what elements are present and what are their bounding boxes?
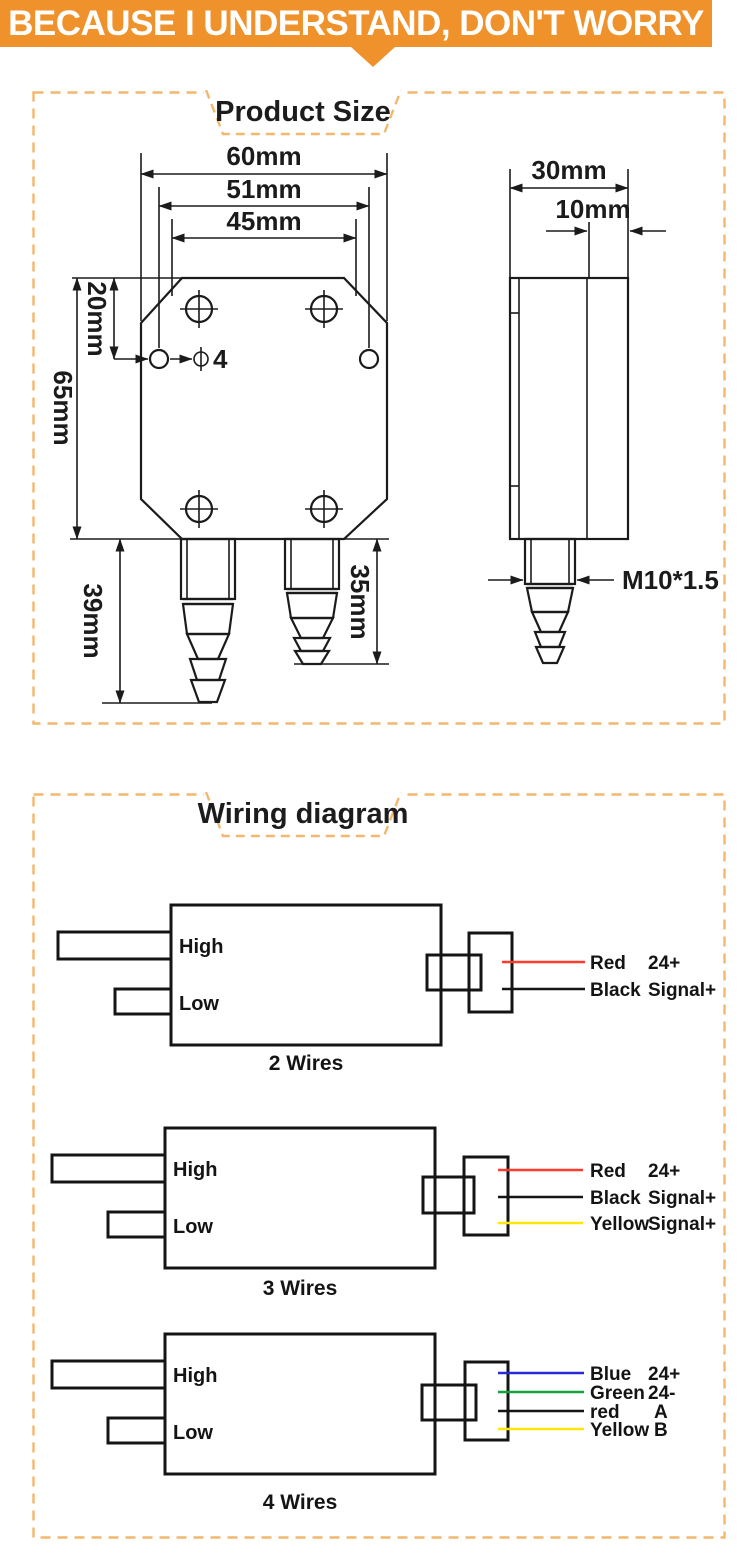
svg-text:45mm: 45mm [226, 206, 301, 236]
title-tab-notch-lines [204, 90, 402, 136]
svg-text:24+: 24+ [648, 1364, 680, 1385]
product-size-section: Product Size [32, 90, 726, 725]
svg-text:Black: Black [590, 1188, 641, 1209]
port-low-label: Low [179, 993, 219, 1015]
thread-callout: M10*1.5 [488, 565, 719, 595]
thread-label: M10*1.5 [622, 565, 719, 595]
dim-10mm: 10mm [546, 194, 666, 278]
hole-diameter-label: 4 [213, 344, 228, 374]
wiring-diagram-3-wires: High Low Red 24+ Black Signal+ Yellow Si… [50, 1126, 716, 1300]
wiring-diagram-4-wires: High Low Blue 24+ Green 24- red A Yellow… [50, 1332, 680, 1514]
wiring-section: Wiring diagram High Low Red 24+ Black Si… [32, 792, 726, 1539]
front-view: 4 60mm 51mm [48, 141, 389, 704]
svg-text:39mm: 39mm [78, 583, 108, 658]
svg-text:Black: Black [590, 980, 641, 1001]
dim-39mm: 39mm [78, 538, 212, 704]
front-body-outline [139, 276, 389, 541]
dim-65mm: 65mm [48, 277, 182, 540]
svg-text:Red: Red [590, 953, 626, 974]
port-high-label: High [179, 936, 223, 958]
dim-51mm: 51mm [158, 174, 370, 348]
dim-20mm: 20mm [72, 277, 182, 360]
svg-text:20mm: 20mm [82, 281, 112, 356]
dim-45mm: 45mm [171, 206, 357, 296]
svg-text:65mm: 65mm [48, 370, 78, 445]
svg-text:B: B [654, 1420, 668, 1441]
hole-diameter-callout: 4 [114, 344, 228, 374]
svg-text:Yellow: Yellow [590, 1214, 649, 1235]
svg-text:35mm: 35mm [345, 564, 375, 639]
dim-60mm: 60mm [140, 141, 388, 321]
dim-30mm: 30mm [509, 155, 629, 278]
svg-text:Signal+: Signal+ [648, 1214, 716, 1235]
svg-text:Signal+: Signal+ [648, 1188, 716, 1209]
diagram-caption: 3 Wires [263, 1277, 338, 1300]
product-size-drawing: 4 60mm 51mm [48, 141, 719, 704]
svg-text:51mm: 51mm [226, 174, 301, 204]
svg-text:60mm: 60mm [226, 141, 301, 171]
front-left-nozzle [179, 537, 237, 704]
svg-text:red: red [590, 1402, 620, 1423]
svg-text:Yellow: Yellow [590, 1420, 649, 1441]
svg-text:10mm: 10mm [555, 194, 630, 224]
port-low-label: Low [173, 1216, 213, 1238]
svg-text:24+: 24+ [648, 1161, 680, 1182]
banner: BECAUSE I UNDERSTAND, DON'T WORRY [0, 0, 712, 47]
left-ear-hole [148, 348, 170, 370]
front-right-nozzle [283, 537, 341, 666]
dim-35mm: 35mm [294, 538, 389, 665]
svg-text:Signal+: Signal+ [648, 980, 716, 1001]
svg-text:Blue: Blue [590, 1364, 631, 1385]
wiring-diagram-2-wires: High Low Red 24+ Black Signal+ 2 Wires [56, 903, 716, 1075]
port-high-label: High [173, 1159, 217, 1181]
port-low-label: Low [173, 1422, 213, 1444]
svg-text:24+: 24+ [648, 953, 680, 974]
port-high-label: High [173, 1365, 217, 1387]
screw-holes [180, 290, 343, 528]
svg-text:Green: Green [590, 1383, 645, 1404]
svg-text:24-: 24- [648, 1383, 675, 1404]
svg-text:30mm: 30mm [531, 155, 606, 185]
wiring-title: Wiring diagram [197, 797, 409, 830]
wiring-drawing: High Low Red 24+ Black Signal+ 2 Wires H… [50, 903, 716, 1514]
banner-title: BECAUSE I UNDERSTAND, DON'T WORRY [8, 3, 704, 43]
side-body-outline [508, 276, 630, 541]
diagram-caption: 2 Wires [269, 1052, 344, 1075]
side-nozzle [523, 537, 577, 665]
product-size-title-tab: Product Size [204, 90, 402, 137]
diagram-caption: 4 Wires [263, 1491, 338, 1514]
title-tab-notch-lines [204, 792, 402, 838]
wiring-title-tab: Wiring diagram [197, 792, 409, 839]
right-ear-hole [358, 348, 380, 370]
banner-pointer-triangle [351, 47, 395, 67]
svg-text:A: A [654, 1402, 668, 1423]
side-view: 30mm 10mm [488, 155, 719, 665]
svg-text:Red: Red [590, 1161, 626, 1182]
product-size-title: Product Size [215, 95, 391, 128]
